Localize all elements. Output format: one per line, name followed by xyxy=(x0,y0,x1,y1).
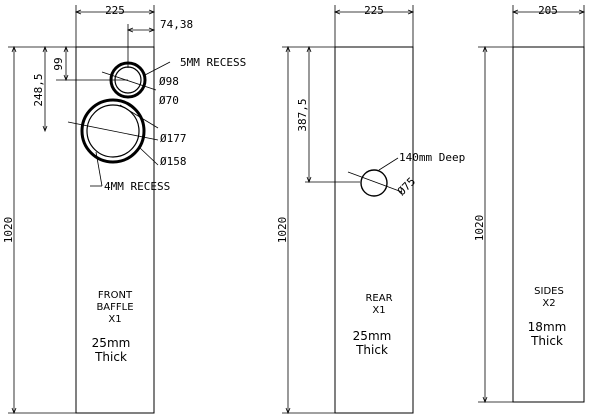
sides-name: SIDES xyxy=(534,286,564,297)
rear-panel-outline xyxy=(334,46,414,414)
front-baffle-view: 225 74,38 1020 248,5 99 5MM RECESS Ø98 Ø… xyxy=(2,4,246,415)
sides-thickness-line1: 18mm xyxy=(528,320,567,334)
woofer-cutout-ring xyxy=(86,104,140,158)
sides-height-label: 1020 xyxy=(473,215,486,242)
tweeter-outer-dia-label: Ø98 xyxy=(159,75,179,88)
front-name-line2: BAFFLE xyxy=(96,302,133,313)
front-large-center-label: 248,5 xyxy=(32,73,45,106)
sides-width-label: 205 xyxy=(538,4,558,17)
rear-height-label: 1020 xyxy=(276,217,289,244)
tweeter-cutout-ring xyxy=(114,66,142,94)
rear-port-hole xyxy=(360,169,388,197)
front-width-label: 225 xyxy=(105,4,125,17)
front-offset-label: 74,38 xyxy=(160,18,193,31)
front-thickness-line2: Thick xyxy=(94,350,127,364)
woofer-recess-ring xyxy=(80,98,146,164)
rear-width-label: 225 xyxy=(364,4,384,17)
tweeter-recess-label: 5MM RECESS xyxy=(180,56,246,69)
rear-panel-view: 225 1020 387,5 140mm Deep Ø75 REAR X1 25… xyxy=(276,4,465,415)
woofer-recess-label: 4MM RECESS xyxy=(104,180,170,193)
front-qty: X1 xyxy=(108,314,121,325)
front-small-center-label: 99 xyxy=(52,57,65,70)
sides-thickness-line2: Thick xyxy=(530,334,563,348)
tweeter-recess-ring xyxy=(109,61,147,99)
rear-qty: X1 xyxy=(372,305,385,316)
rear-port-dia-label: Ø75 xyxy=(395,175,418,198)
rear-port-depth-label: 140mm Deep xyxy=(399,151,465,164)
rear-thickness-line2: Thick xyxy=(355,343,388,357)
rear-name: REAR xyxy=(365,293,392,304)
front-height-label: 1020 xyxy=(2,217,15,244)
rear-thickness-line1: 25mm xyxy=(353,329,392,343)
front-panel-outline xyxy=(75,46,155,414)
woofer-outer-dia-label: Ø177 xyxy=(160,132,187,145)
rear-port-center-label: 387,5 xyxy=(296,98,309,131)
sides-qty: X2 xyxy=(542,298,555,309)
tweeter-inner-dia-label: Ø70 xyxy=(159,94,179,107)
front-thickness-line1: 25mm xyxy=(92,336,131,350)
front-name-line1: FRONT xyxy=(98,290,133,301)
sides-panel-outline xyxy=(512,46,585,403)
woofer-inner-dia-label: Ø158 xyxy=(160,155,187,168)
sides-panel-view: 205 1020 SIDES X2 18mm Thick xyxy=(473,4,586,404)
